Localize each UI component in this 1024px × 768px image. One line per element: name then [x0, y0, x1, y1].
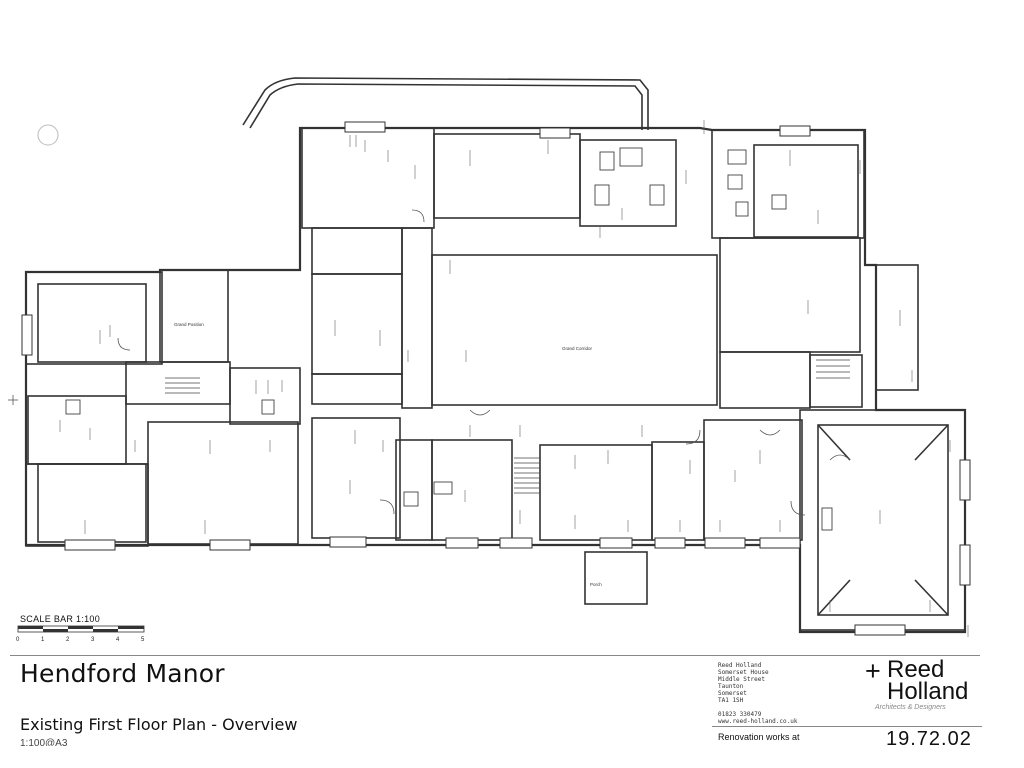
address-line: [718, 704, 797, 711]
drawing-title: Existing First Floor Plan - Overview: [20, 715, 298, 734]
address-line: 01823 330479: [718, 711, 762, 718]
logo-line-2: Holland: [887, 678, 969, 705]
address-line: www.reed-holland.co.uk: [718, 718, 798, 725]
address-line: Somerset House: [718, 669, 769, 676]
scale-tick: 0: [16, 637, 20, 643]
scale-bar: 0 1 2 3 4 5: [16, 625, 145, 643]
renovation-label: Renovation works at: [718, 732, 800, 742]
logo-plus-icon: +: [865, 656, 881, 686]
address-line: Reed Holland: [718, 662, 762, 669]
project-title: Hendford Manor: [20, 659, 225, 688]
address-line: Middle Street: [718, 676, 765, 683]
room-label-porch: Porch: [590, 582, 602, 587]
drawing-scale: 1:100@A3: [20, 738, 68, 746]
floor-plan-drawing: Grand Corridor Grand Position Porch: [8, 77, 971, 637]
practice-logo: + Reed Holland Architects & Designers: [865, 658, 985, 718]
logo-line-1: Reed: [887, 656, 945, 683]
scale-tick: 3: [91, 637, 95, 643]
logo-tagline: Architects & Designers: [875, 704, 946, 711]
room-label-corridor: Grand Corridor: [562, 346, 593, 351]
address-line: Somerset: [718, 690, 747, 697]
scale-tick: 4: [116, 637, 120, 643]
practice-address: Reed Holland Somerset House Middle Stree…: [718, 662, 797, 725]
north-arrow-icon: [37, 124, 59, 146]
room-label-shaded: Grand Position: [174, 322, 204, 327]
scale-tick: 2: [66, 637, 70, 643]
address-line: Taunton: [718, 683, 744, 690]
scale-tick: 1: [41, 637, 45, 643]
scale-tick: 5: [141, 637, 145, 643]
scale-bar-title: SCALE BAR 1:100: [20, 614, 101, 624]
job-number: 19.72.02: [886, 728, 972, 746]
title-block-divider-2: [712, 726, 982, 727]
address-line: TA1 1SH: [718, 697, 744, 704]
title-block-divider: [10, 655, 980, 656]
